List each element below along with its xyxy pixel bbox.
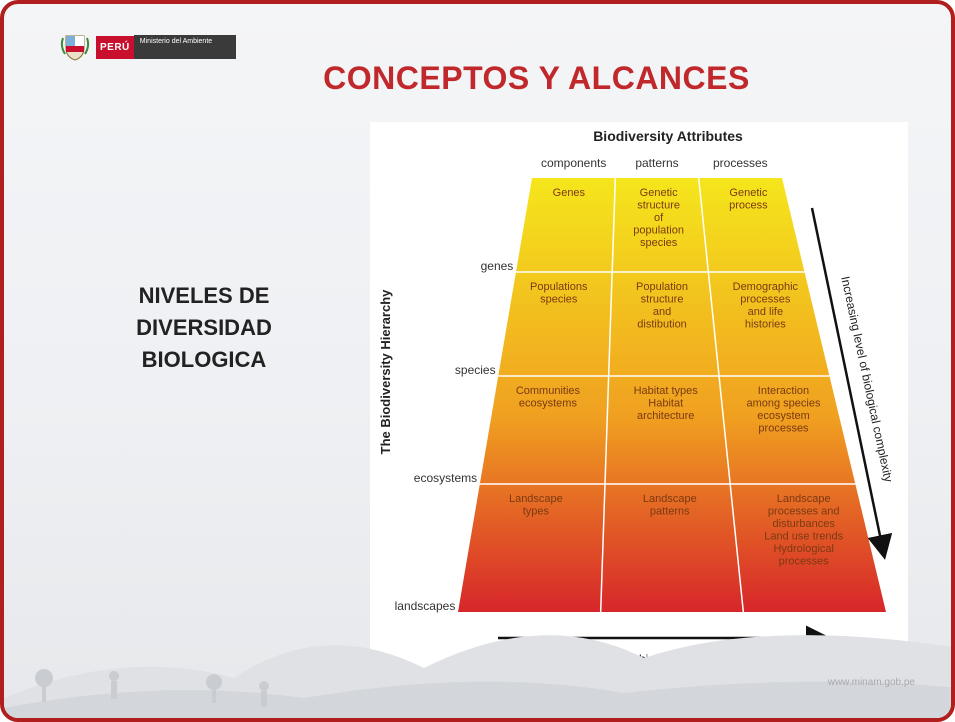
cell-text-line: processes: [758, 423, 809, 435]
coat-of-arms-icon: [60, 35, 90, 61]
logo: PERÚ Ministerio del Ambiente: [60, 32, 270, 62]
level-label: ecosystems: [414, 471, 477, 485]
cell-text-line: Population: [636, 281, 688, 293]
cell-text-line: Habitat types: [634, 385, 699, 397]
cell-text-line: Communities: [516, 385, 581, 397]
cell-text-line: Interaction: [758, 385, 809, 397]
side-label-line: BIOLOGICA: [141, 347, 267, 372]
side-label: NIVELES DE DIVERSIDAD BIOLOGICA: [104, 280, 304, 376]
column-header: processes: [713, 156, 768, 170]
cell-text-line: histories: [745, 319, 786, 331]
column-divider: [697, 177, 745, 613]
side-label-line: DIVERSIDAD: [136, 315, 272, 340]
hierarchy-label: The Biodiversity Hierarchy: [378, 289, 393, 454]
cell-text-line: species: [540, 294, 578, 306]
cell-text-line: ecosystem: [757, 410, 810, 422]
pyramid: [458, 178, 886, 612]
cell-text-line: processes and: [768, 506, 840, 518]
cell-text-line: Genetic: [640, 187, 678, 199]
column-header: patterns: [635, 156, 678, 170]
cell-text-line: and: [653, 306, 671, 318]
cell-text-line: population: [633, 225, 684, 237]
cell-text-line: structure: [641, 294, 684, 306]
cell-text-line: Landscape: [643, 493, 697, 505]
cell-text-line: patterns: [650, 506, 690, 518]
cell-text-line: Demographic: [733, 281, 799, 293]
cell-text-line: Populations: [530, 281, 588, 293]
cell-text-line: architecture: [637, 410, 694, 422]
cell-text-line: species: [640, 237, 678, 249]
level-label: species: [455, 363, 496, 377]
cell-text-line: Land use trends: [764, 531, 843, 543]
cell-text-line: structure: [637, 200, 680, 212]
footer-url: www.minam.gob.pe: [827, 677, 915, 688]
cell-text-line: processes: [779, 556, 830, 568]
cell-text-line: Genetic: [729, 187, 767, 199]
level-label: landscapes: [395, 599, 456, 613]
cell-text-line: among species: [746, 398, 820, 410]
cell-text: Genes: [553, 187, 586, 199]
cell-text-line: Landscape: [777, 493, 831, 505]
column-divider: [599, 177, 617, 613]
cell-text-line: Hydrological: [773, 543, 834, 555]
cell-text-line: Landscape: [509, 493, 563, 505]
diagram-title: Biodiversity Attributes: [593, 128, 743, 144]
cell-text-line: and life: [748, 306, 783, 318]
cell-text-line: Genes: [553, 187, 586, 199]
cell-text-line: Habitat: [648, 398, 683, 410]
cell-text-line: types: [523, 506, 550, 518]
logo-ministry: Ministerio del Ambiente: [133, 35, 237, 59]
cell-text-line: processes: [740, 294, 791, 306]
column-header: components: [541, 156, 606, 170]
diagram-canvas: Biodiversity Attributes components patter…: [378, 128, 896, 666]
cell-text-line: of: [654, 212, 664, 224]
landscape-decoration: [4, 635, 951, 718]
cell-text-line: process: [729, 200, 768, 212]
side-label-line: NIVELES DE: [138, 283, 270, 308]
cell-text-line: ecosystems: [519, 398, 578, 410]
slide-title: CONCEPTOS Y ALCANCES: [323, 60, 750, 96]
level-label: genes: [481, 259, 514, 273]
cell-text-line: distibution: [637, 319, 687, 331]
biodiversity-diagram: Biodiversity Attributes components patter…: [370, 122, 908, 668]
logo-country: PERÚ: [96, 35, 134, 59]
side-arrow: [810, 207, 893, 560]
cell-text-line: disturbances: [773, 518, 836, 530]
